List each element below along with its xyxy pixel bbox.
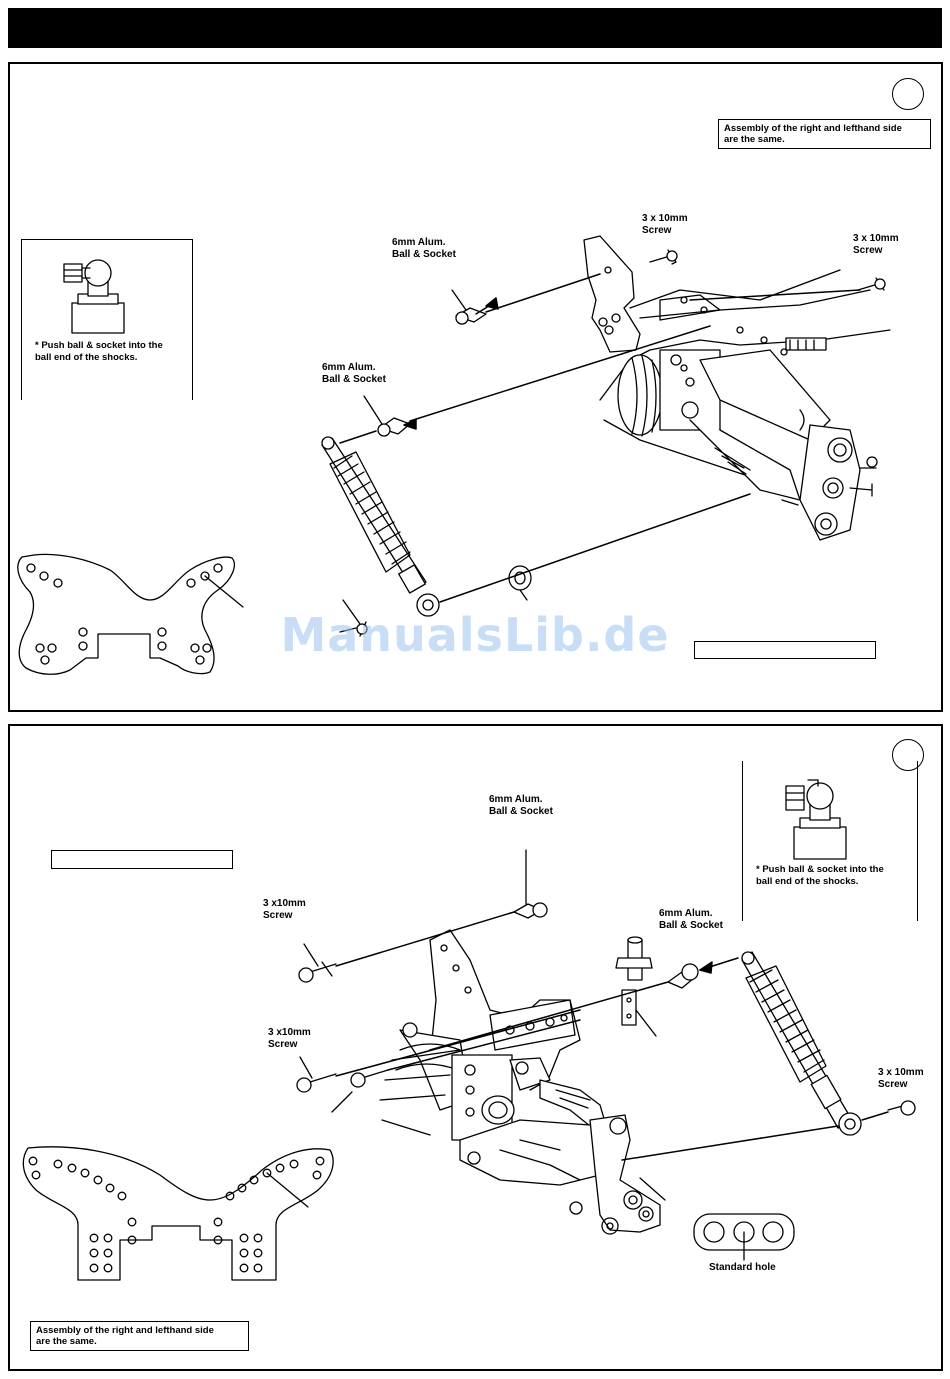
label-ball-socket-lower: 6mm Alum. Ball & Socket xyxy=(322,362,386,385)
label-screw-left: 3 x 10mm Screw xyxy=(642,213,688,236)
front-suspension-assembly-2 xyxy=(379,929,666,1235)
watermark: ManualsLib.de xyxy=(280,608,670,662)
ball-socket-icon-1 xyxy=(63,259,125,334)
label-ball-socket-top: 6mm Alum. Ball & Socket xyxy=(489,794,553,817)
label-screw-arm: 3 x 10mm Screw xyxy=(878,1067,924,1090)
answer-box-1 xyxy=(694,641,876,659)
ball-socket-inset-2 xyxy=(742,761,918,921)
shock-tower-plate-1 xyxy=(17,553,244,675)
shock-tower-plate-2 xyxy=(22,1146,334,1281)
shock-absorber-2 xyxy=(741,951,862,1136)
ball-socket-icon-2 xyxy=(785,779,847,860)
step-number-circle-2 xyxy=(892,739,924,771)
inset-caption-2: * Push ball & socket into the ball end o… xyxy=(756,864,884,887)
label-ball-socket-shock: 6mm Alum. Ball & Socket xyxy=(659,908,723,931)
step-number-circle-1 xyxy=(892,78,924,110)
inset-caption-1: * Push ball & socket into the ball end o… xyxy=(35,340,163,363)
hardware-1 xyxy=(339,249,886,637)
header-bar xyxy=(8,8,942,48)
rear-suspension-assembly-1 xyxy=(583,235,891,541)
assembly-note-2: Assembly of the right and lefthand side … xyxy=(30,1321,249,1351)
label-standard-hole: Standard hole xyxy=(709,1262,776,1273)
label-screw-lower: 3 x10mm Screw xyxy=(268,1027,311,1050)
standard-hole-diagram xyxy=(693,1213,795,1261)
label-screw-right: 3 x 10mm Screw xyxy=(853,233,899,256)
assembly-note-1: Assembly of the right and lefthand side … xyxy=(718,119,931,149)
label-screw-upper: 3 x10mm Screw xyxy=(263,898,306,921)
ball-socket-inset-1 xyxy=(21,239,193,400)
answer-box-2 xyxy=(51,850,233,869)
guide-lines-1 xyxy=(339,273,861,603)
label-ball-socket-upper: 6mm Alum. Ball & Socket xyxy=(392,237,456,260)
shock-absorber-1 xyxy=(321,436,440,617)
hardware-2 xyxy=(296,849,916,1116)
guide-lines-2 xyxy=(335,911,889,1161)
